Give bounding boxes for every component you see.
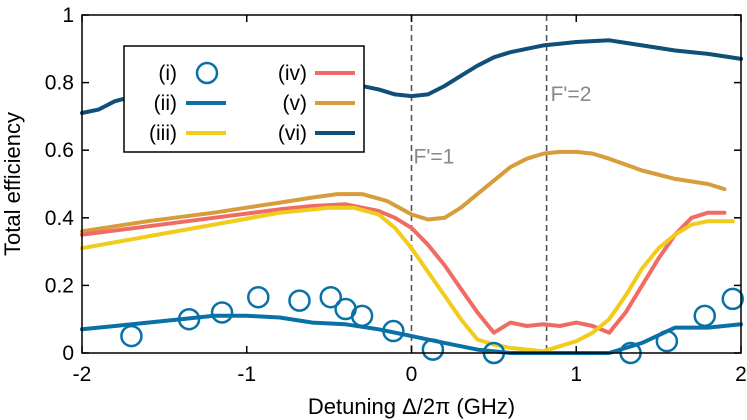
- annotation-label: F'=1: [414, 146, 455, 169]
- x-tick-label: 1: [570, 363, 582, 386]
- legend-label: (vi): [278, 122, 307, 145]
- annotation-label: F'=2: [551, 83, 592, 106]
- y-tick-label: 0.2: [45, 274, 74, 297]
- x-tick-label: 2: [735, 363, 747, 386]
- legend-label: (ii): [154, 92, 177, 115]
- y-tick-label: 0.4: [45, 207, 75, 230]
- series-line: [80, 313, 743, 355]
- data-point: [177, 307, 201, 331]
- data-point: [210, 301, 234, 324]
- plot-area: F'=1 F'=2: [80, 15, 745, 365]
- series-line: [80, 205, 735, 354]
- y-tick-label: 0.8: [45, 72, 74, 95]
- y-tick-label: 0: [62, 342, 74, 365]
- x-tick-label: -1: [237, 363, 256, 386]
- data-point: [288, 289, 311, 312]
- data-point: [655, 329, 679, 353]
- series-line: [80, 149, 727, 234]
- legend-label: (i): [158, 62, 177, 85]
- data-point: [721, 287, 745, 311]
- data-point: [247, 285, 270, 309]
- y-tick-label: 1: [62, 4, 74, 27]
- data-point: [350, 304, 374, 328]
- x-tick-label: 0: [406, 363, 418, 386]
- legend-label: (iv): [278, 62, 307, 85]
- data-point: [693, 304, 717, 328]
- data-point: [319, 285, 343, 309]
- data-point: [120, 324, 143, 348]
- data-point: [421, 338, 445, 361]
- x-tick-label: -2: [73, 363, 92, 386]
- y-axis-title: Total efficiency: [0, 112, 25, 256]
- data-point: [382, 319, 405, 343]
- legend: (i) (ii) (iii) (iv) (v) (vi): [123, 45, 365, 153]
- y-tick-label: 0.6: [45, 139, 74, 162]
- series-line: [80, 202, 727, 335]
- legend-label: (v): [283, 92, 308, 115]
- legend-label: (iii): [149, 122, 177, 145]
- x-axis-title: Detuning Δ/2π (GHz): [308, 394, 515, 419]
- legend-marker: [195, 61, 219, 85]
